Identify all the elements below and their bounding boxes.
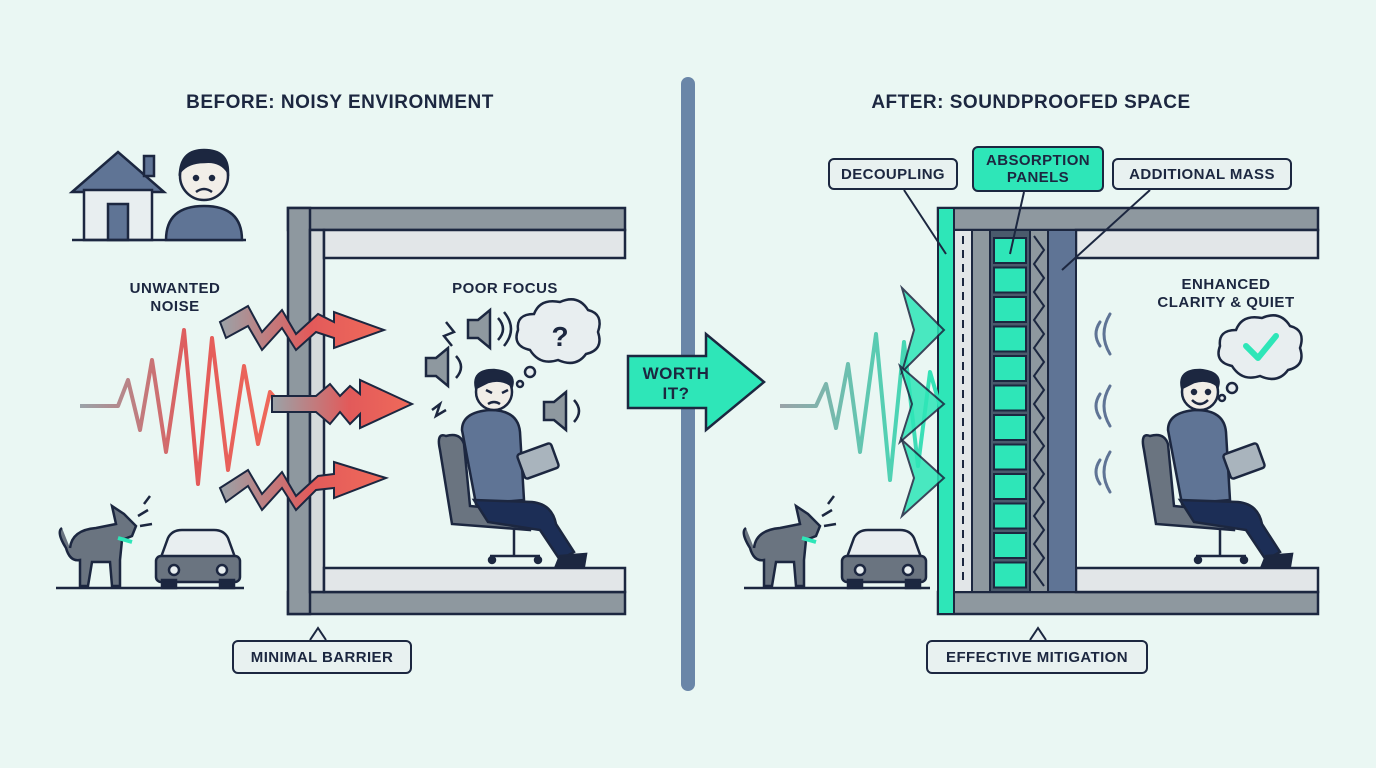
noise-arrow-bottom [218,460,390,512]
absorption-cell [993,473,1027,500]
deflected-chevron [899,436,946,520]
unwanted-noise-line-1: UNWANTED [129,280,221,297]
noise-waveform [80,328,284,486]
car-icon [154,528,242,590]
barking-dog-icon [742,495,930,590]
quiet-arcs [1094,312,1112,494]
absorption-panel-cells [993,237,1027,589]
absorption-cell [993,325,1027,353]
speaker-icon [466,307,513,351]
stress-marks-icon [431,321,457,419]
absorption-line-1: ABSORPTION [985,152,1090,169]
svg-text:?: ? [551,321,568,352]
absorption-cell [993,502,1027,530]
poor-focus-label: POOR FOCUS [452,280,558,297]
noise-arrow-top [218,304,387,352]
additional-mass-label: ADDITIONAL MASS [1112,158,1292,190]
after-room-wall [936,206,1320,616]
clarity-line-2: CLARITY & QUIET [1157,294,1295,311]
speaker-icon [542,389,581,433]
absorption-line-2: PANELS [1006,169,1070,186]
car-icon [840,528,928,590]
minimal-barrier-label: MINIMAL BARRIER [232,640,412,674]
absorption-cell [993,414,1027,441]
effective-mitigation-label: EFFECTIVE MITIGATION [926,640,1148,674]
clarity-label: ENHANCED CLARITY & QUIET [1136,276,1316,312]
callout-leader-lines [903,189,1151,271]
after-title: AFTER: SOUNDPROOFED SPACE [871,92,1191,113]
absorption-cell [993,384,1027,412]
worth-it-label: WORTH IT? [636,364,716,404]
clarity-line-1: ENHANCED [1181,276,1271,293]
confused-thought-bubble: ? [515,298,601,389]
noise-arrow-middle [271,378,415,430]
deflected-chevron [897,362,946,446]
speaker-icon [424,345,463,389]
happy-person-in-chair [1141,368,1294,568]
decoupling-label: DECOUPLING [828,158,958,190]
unwanted-noise-line-2: NOISE [150,298,200,315]
worth-it-arrow [626,331,766,433]
mitigation-pointer [1029,626,1047,641]
frustrated-person-in-chair [437,368,588,568]
worth-it-line-2: IT? [662,384,690,403]
barrier-pointer [309,626,327,641]
check-thought-bubble [1217,314,1303,403]
absorption-cell [993,266,1027,294]
check-icon [1243,333,1279,361]
absorption-cell [993,296,1027,323]
before-title: BEFORE: NOISY ENVIRONMENT [186,92,494,113]
absorption-cell [993,443,1027,471]
absorption-panels-label: ABSORPTION PANELS [972,146,1104,192]
absorption-cell [993,532,1027,559]
blocked-waveform [780,332,942,482]
sad-person-icon [164,148,244,242]
absorption-cell [993,561,1027,589]
unwanted-noise-label: UNWANTED NOISE [110,280,240,316]
worth-it-line-1: WORTH [642,364,710,383]
absorption-cell [993,355,1027,382]
barking-dog-icon [56,495,244,590]
